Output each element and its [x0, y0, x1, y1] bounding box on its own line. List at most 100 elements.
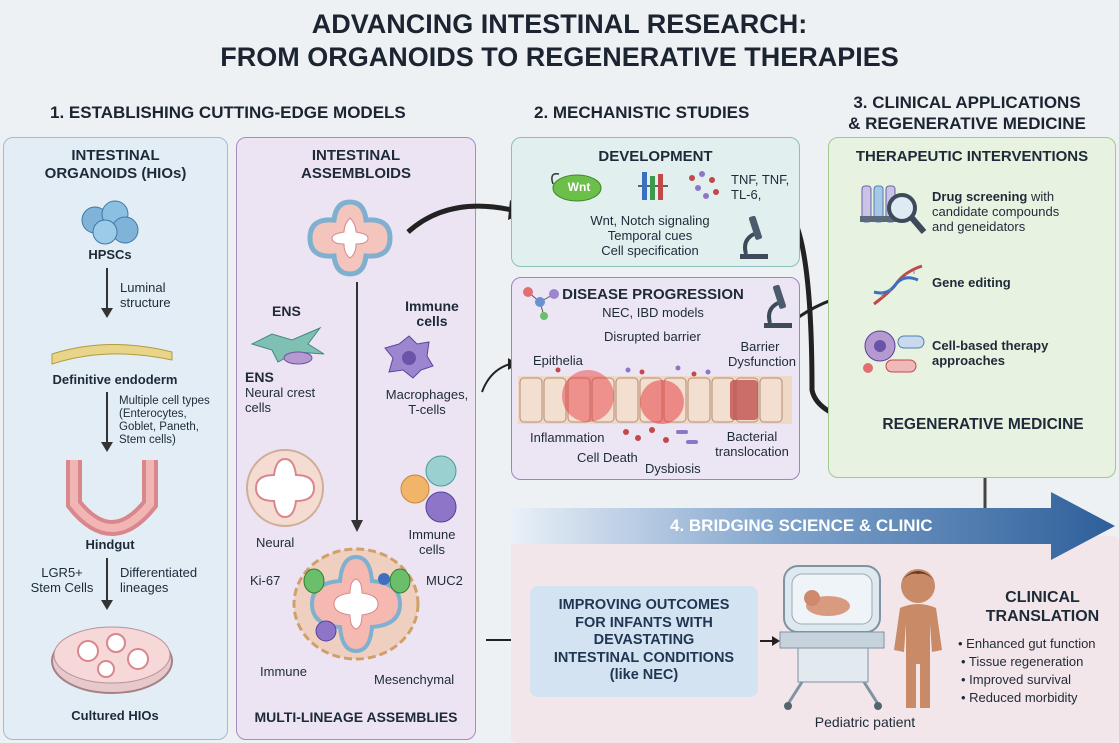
ens-line-1: ENS — [245, 369, 274, 385]
macrophage-label: Macrophages, T-cells — [378, 387, 476, 417]
assembloid-organoid-icon — [307, 199, 393, 277]
outcomes-line-4: INTESTINAL CONDITIONS — [553, 649, 735, 666]
lgr5-line-2: Stem Cells — [30, 580, 94, 595]
immune-cells-label: Immune cells — [402, 527, 462, 557]
drug-screening-icon — [860, 185, 927, 234]
hios-panel-title: INTESTINAL ORGANOIDS (HIOs) — [3, 147, 228, 183]
assembloids-title-line-1: INTESTINAL — [311, 147, 401, 164]
assembloids-panel-title: INTESTINAL ASSEMBLOIDS — [236, 147, 476, 183]
arrow-down-3 — [101, 558, 113, 610]
neural-crest-cells-icon — [250, 326, 325, 365]
clinical-item: • Tissue regeneration — [961, 654, 1084, 669]
outcomes-line-2: FOR INFANTS WITH — [575, 614, 713, 631]
disease-microscope-icon — [764, 284, 792, 328]
dysbiosis-label: Dysbiosis — [645, 461, 701, 476]
cell-death-label: Cell Death — [577, 450, 638, 465]
development-line-3: Cell specification — [601, 243, 699, 258]
immune-cells-icon — [400, 455, 457, 523]
luminal-line-1: Luminal — [120, 280, 166, 295]
development-notes: Wnt, Notch signaling Temporal cues Cell … — [575, 213, 725, 258]
ki67-label: Ki-67 — [250, 573, 281, 588]
barrier-line-1: Barrier — [740, 339, 780, 354]
section-4-heading: 4. BRIDGING SCIENCE & CLINIC — [670, 516, 933, 535]
hpsc-cluster-icon — [81, 200, 139, 245]
regenerative-medicine-label: REGENERATIVE MEDICINE — [882, 416, 1084, 433]
outcomes-line-3: DEVASTATING — [593, 632, 695, 648]
diff-line-1: Differentiated — [120, 565, 198, 580]
title-line-1: ADVANCING INTESTINAL RESEARCH: — [311, 9, 808, 39]
dna-helix-icon — [873, 264, 923, 306]
hindgut-tube-icon — [66, 460, 158, 536]
ens-heading: ENS — [272, 303, 301, 319]
cultured-hios-label: Cultured HIOs — [71, 708, 159, 723]
ens-line-3: cells — [245, 400, 272, 415]
multi-line-3: Goblet, Paneth, — [119, 421, 199, 433]
bridging-banner-arrow — [511, 492, 1115, 560]
development-line-2: Temporal cues — [607, 228, 693, 243]
multi-line-4: Stem cells) — [119, 434, 176, 446]
culture-dish-icon — [51, 626, 173, 694]
hindgut-label: Hindgut — [85, 537, 135, 552]
pediatric-patient-label: Pediatric patient — [814, 714, 916, 730]
drug-screening-rest: with — [1027, 189, 1055, 204]
cytokine-label: TNF, TNF, TL-6, — [731, 172, 789, 202]
tnf-line-2: TL-6, — [731, 187, 762, 202]
section-1-heading: 1. ESTABLISHING CUTTING-EDGE MODELS — [50, 103, 406, 122]
gene-editing-label: Gene editing — [932, 275, 1011, 290]
ens-line-2: Neural crest — [245, 385, 316, 400]
outcomes-arrow — [760, 636, 780, 646]
outcomes-text: IMPROVING OUTCOMES FOR INFANTS WITH DEVA… — [530, 597, 758, 685]
immune-label: Immune — [260, 664, 307, 679]
immune-head-line-1: Immune — [405, 298, 459, 314]
epithelial-barrier-icon — [518, 365, 792, 424]
bacteria-icon — [623, 427, 698, 444]
hios-title-line-1: INTESTINAL — [71, 147, 160, 164]
microscope-icon — [740, 215, 768, 259]
cell-therapy-icon — [863, 330, 925, 373]
cell-therapy-line-1: Cell-based therapy — [932, 338, 1049, 353]
mesenchymal-label: Mesenchymal — [374, 672, 455, 687]
clinical-item: • Improved survival — [961, 672, 1072, 687]
macro-line-1: Macrophages, — [385, 387, 469, 402]
differentiated-label: Differentiated lineages — [120, 565, 197, 595]
barrier-dysfunction-label: Barrier Dysfunction — [728, 339, 796, 369]
multi-line-1: Multiple cell types — [119, 395, 210, 407]
molecule-icon — [523, 287, 559, 320]
section-3-heading: 3. CLINICAL APPLICATIONS & REGENERATIVE … — [832, 92, 1102, 134]
development-line-1: Wnt, Notch signaling — [590, 213, 710, 228]
multi-lineage-assembly-icon — [292, 547, 420, 661]
ens-description: ENS Neural crest cells — [245, 369, 316, 416]
arrow-down-2 — [101, 392, 113, 452]
outcomes-box — [530, 586, 758, 697]
inflammation-label: Inflammation — [530, 430, 605, 445]
luminal-label: Luminal structure — [120, 280, 171, 310]
arrow-down-1 — [101, 268, 113, 318]
disrupted-barrier-label: Disrupted barrier — [604, 329, 701, 344]
tnf-line-1: TNF, TNF, — [731, 172, 790, 187]
section-2-heading: 2. MECHANISTIC STUDIES — [534, 103, 750, 122]
outcomes-line-1: IMPROVING OUTCOMES — [558, 597, 730, 613]
section-3-line-2: & REGENERATIVE MEDICINE — [848, 114, 1086, 133]
neural-label: Neural — [256, 535, 295, 550]
macro-line-2: T-cells — [408, 402, 446, 417]
drug-screening-bold: Drug screening — [932, 189, 1028, 204]
cytokine-dots-icon — [689, 171, 719, 199]
neural-organoid-icon — [246, 449, 324, 527]
endoderm-sheet-icon — [51, 344, 173, 365]
disease-subtitle: NEC, IBD models — [602, 305, 704, 320]
therapeutic-title: THERAPEUTIC INTERVENTIONS — [855, 148, 1089, 165]
immune-cells-line-1: Immune — [408, 527, 456, 542]
multiple-cell-types: Multiple cell types (Enterocytes, Goblet… — [119, 395, 210, 447]
muc2-label: MUC2 — [426, 573, 463, 588]
multi-lineage-footer: MULTI-LINEAGE ASSEMBLIES — [254, 709, 458, 725]
title-line-2: FROM ORGANOIDS TO REGENERATIVE THERAPIES — [220, 42, 899, 72]
hios-title-line-2: ORGANOIDS (HIOs) — [44, 165, 187, 182]
diff-line-2: lineages — [120, 580, 169, 595]
immune-cells-line-2: cells — [418, 542, 445, 557]
hpscs-label: HPSCs — [88, 247, 132, 262]
assembloids-title-line-2: ASSEMBLOIDS — [300, 165, 411, 182]
wnt-signal-icon — [551, 172, 602, 202]
drug-line-3: and geneidators — [932, 219, 1026, 234]
barrier-line-2: Dysfunction — [728, 354, 796, 369]
drug-screening-text: Drug screening with candidate compounds … — [932, 189, 1059, 234]
